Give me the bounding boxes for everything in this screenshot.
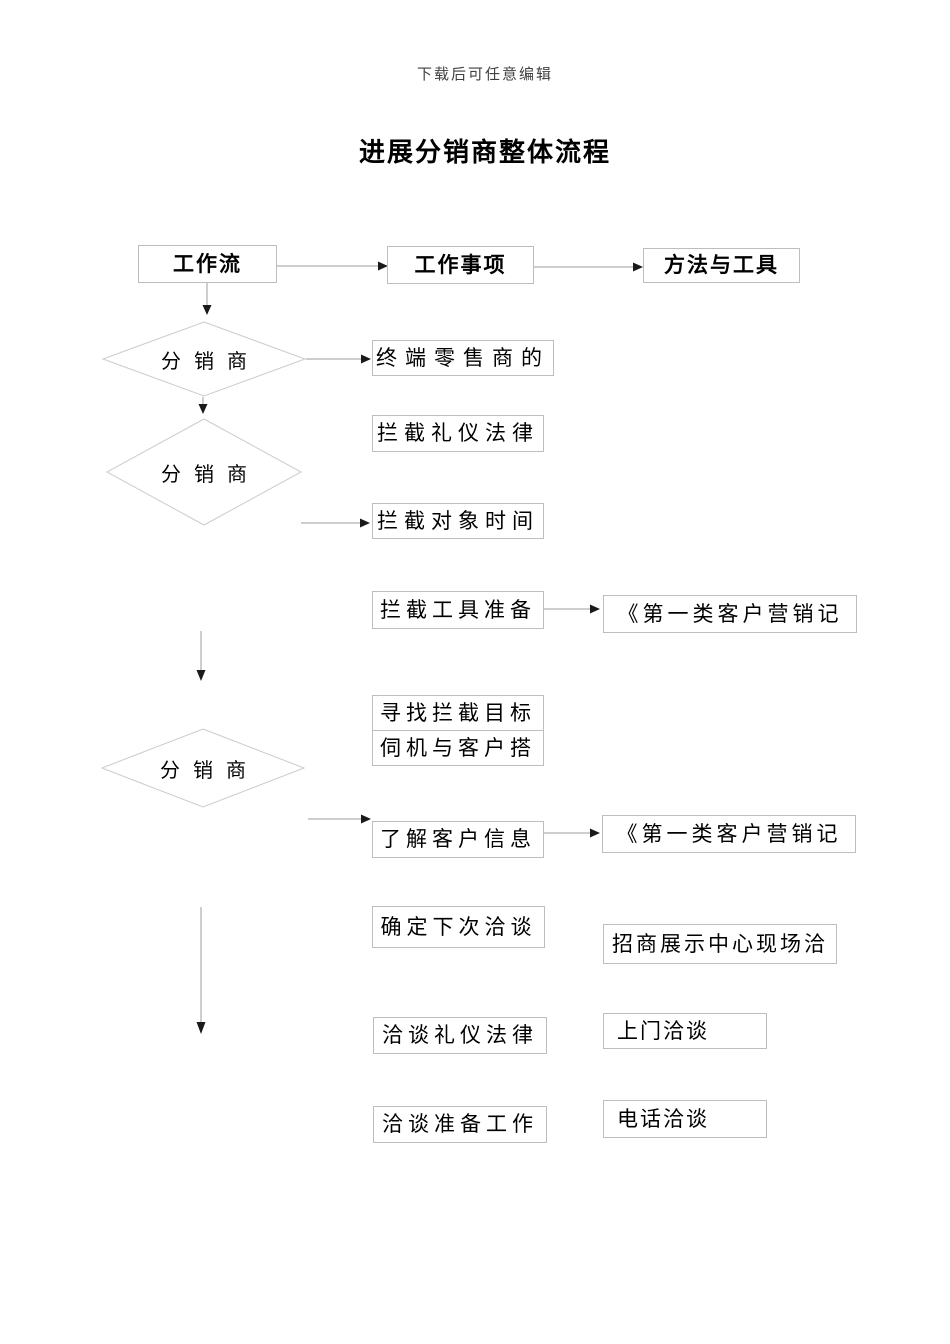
work-item-box-customer-info: 了解客户信息 xyxy=(372,821,544,858)
arrowhead-icon xyxy=(361,814,371,824)
header-box-methods-tools: 方法与工具 xyxy=(643,248,800,283)
arrowhead-icon xyxy=(198,404,208,414)
work-item-box-negotiation-prep: 洽谈准备工作 xyxy=(373,1106,547,1143)
diamond-label-distributor-2: 分销商 xyxy=(161,463,260,486)
arrowhead-icon xyxy=(361,354,371,364)
tool-box-phone-negotiation: 电话洽谈 xyxy=(603,1100,767,1138)
work-item-box-intercept-target-time: 拦截对象时间 xyxy=(372,503,544,539)
diamond-label-distributor-1: 分销商 xyxy=(161,351,260,373)
arrowhead-icon xyxy=(196,1022,206,1034)
page-note: 下载后可任意编辑 xyxy=(416,67,553,83)
header-box-work-items: 工作事项 xyxy=(387,246,534,284)
arrowhead-icon xyxy=(590,828,600,838)
arrowhead-icon xyxy=(360,518,370,528)
page-title: 进展分销商整体流程 xyxy=(358,138,611,167)
arrowhead-icon xyxy=(633,262,643,272)
tool-box-customer-record-1: 《第一类客户营销记 xyxy=(603,595,857,633)
work-item-box-negotiation-etiquette: 洽谈礼仪法律 xyxy=(373,1017,547,1054)
work-item-box-next-negotiation: 确定下次洽谈 xyxy=(372,906,545,948)
diamond-shape-2 xyxy=(105,418,303,526)
work-item-box-intercept-tools: 拦截工具准备 xyxy=(372,591,544,629)
work-item-box-intercept-etiquette: 拦截礼仪法律 xyxy=(372,415,544,452)
arrowhead-icon xyxy=(196,670,206,681)
work-item-box-terminal-retailer: 终端零售商的 xyxy=(372,340,554,376)
tool-box-customer-record-2: 《第一类客户营销记 xyxy=(602,815,856,853)
tool-box-door-to-door: 上门洽谈 xyxy=(603,1013,767,1049)
diamond-label-distributor-3: 分销商 xyxy=(160,759,259,782)
arrowhead-icon xyxy=(202,305,212,315)
diamond-shape-1 xyxy=(101,321,307,397)
arrowhead-icon xyxy=(378,261,388,271)
header-box-workflow: 工作流 xyxy=(138,245,277,283)
arrowhead-icon xyxy=(590,604,600,614)
diamond-shape-3 xyxy=(100,728,306,808)
work-item-box-approach-customer: 伺机与客户搭 xyxy=(372,730,544,766)
tool-box-exhibition-center: 招商展示中心现场洽 xyxy=(603,924,837,964)
work-item-box-find-target: 寻找拦截目标 xyxy=(372,695,544,731)
